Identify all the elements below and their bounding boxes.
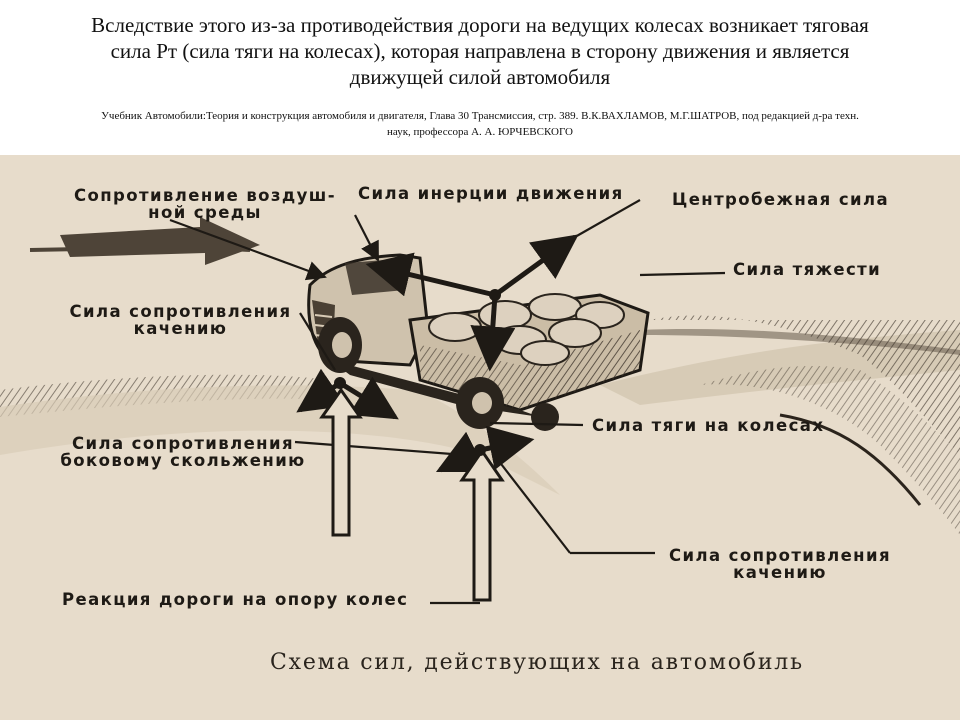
label-traction-force: Сила тяги на колесах [592,416,825,435]
label-road-reaction: Реакция дороги на опору колес [62,590,409,609]
figure-caption: Схема сил, действующих на автомобиль [270,650,804,675]
diagram-drawing [0,199,960,605]
label-air-resistance: Сопротивление воздуш- ной среды [74,186,336,222]
slide-header: Вследствие этого из-за противодействия д… [0,0,960,155]
slide-title: Вследствие этого из-за противодействия д… [91,13,869,89]
force-vectors [296,234,579,473]
label-lateral-slip-resistance: Сила сопротивления боковому скольжению [60,434,306,470]
force-leader-lines [169,199,726,605]
air-resistance-arrow [29,217,260,265]
label-rolling-resistance-front: Сила сопротивления качению [69,302,292,338]
road-reaction-arrows [319,387,505,602]
source-citation: Учебник Автомобили:Теория и конструкция … [101,110,859,138]
roadside-embankment [650,315,960,535]
label-centrifugal-force: Центробежная сила [672,190,889,209]
label-inertia-force: Сила инерции движения [358,184,624,203]
forces-diagram: Сопротивление воздуш- ной среды Сила ине… [0,155,960,720]
label-gravity-force: Сила тяжести [733,260,882,279]
label-rolling-resistance-rear: Сила сопротивления качению [669,546,891,582]
